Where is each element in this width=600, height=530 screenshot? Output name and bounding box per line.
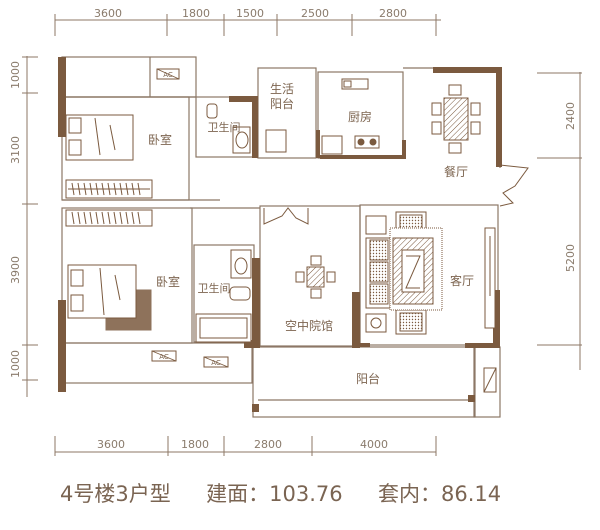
toilet-north — [206, 103, 218, 119]
top-dim-4: 2500 — [301, 7, 329, 20]
right-dim-2: 5200 — [564, 244, 577, 272]
top-dimension-line — [54, 14, 441, 36]
balcony-ac-unit — [483, 367, 497, 393]
bed-north — [65, 114, 134, 161]
left-dim-2: 3100 — [9, 136, 22, 164]
sink-north — [232, 126, 251, 154]
stove-icon — [354, 135, 380, 149]
solid-walls — [58, 57, 502, 412]
room-label-bathroom-north: 卫生间 — [208, 120, 241, 134]
fridge-icon — [321, 135, 343, 155]
top-dim-5: 2800 — [379, 7, 407, 20]
room-label-kitchen: 厨房 — [348, 109, 372, 124]
svg-text:AC: AC — [159, 353, 169, 361]
room-label-bathroom-south: 卫生间 — [198, 281, 231, 295]
bed-south — [67, 264, 152, 331]
ac-unit-south-2: AC — [203, 356, 229, 368]
kitchen-sink — [341, 78, 369, 90]
bottom-dim-3: 2800 — [254, 438, 282, 451]
bathtub-icon — [195, 313, 252, 343]
building-unit-label: 4号楼3户型 — [60, 482, 171, 506]
hangers-north — [71, 182, 141, 196]
tv-console — [484, 227, 496, 329]
right-dim-1: 2400 — [564, 102, 577, 130]
left-dim-3: 3900 — [9, 256, 22, 284]
room-label-utility-balcony-2: 阳台 — [270, 96, 294, 111]
gross-area-label: 建面： — [206, 482, 270, 506]
bottom-dim-4: 4000 — [360, 438, 388, 451]
net-area-value: 86.14 — [440, 482, 502, 506]
bottom-dimension-line — [54, 436, 437, 456]
dining-table — [431, 84, 481, 154]
svg-text:AC: AC — [211, 359, 221, 367]
left-dim-4: 1000 — [9, 350, 22, 378]
sink-south — [230, 249, 252, 279]
left-dim-1: 1000 — [9, 61, 22, 89]
room-label-bedroom-north: 卧室 — [148, 132, 172, 147]
unit-caption: 4号楼3户型 建面：103.76 套内：86.14 — [60, 478, 560, 508]
room-label-dining: 餐厅 — [444, 164, 468, 179]
room-label-balcony: 阳台 — [356, 371, 380, 386]
entry-door — [499, 164, 529, 207]
svg-text:AC: AC — [163, 71, 173, 79]
ac-unit-south-1: AC — [151, 350, 177, 362]
room-label-sky-courtyard: 空中院馆 — [285, 318, 333, 333]
room-label-living: 客厅 — [450, 273, 474, 288]
gross-area-value: 103.76 — [269, 482, 343, 506]
ac-unit-north: AC — [156, 68, 180, 80]
toilet-south — [229, 286, 251, 301]
courtyard-table — [295, 255, 336, 299]
room-label-bedroom-south: 卧室 — [156, 274, 180, 289]
living-rug — [389, 227, 443, 311]
room-label-utility-balcony-1: 生活 — [270, 82, 294, 96]
net-area-label: 套内： — [377, 482, 441, 506]
courtyard-doors — [263, 207, 309, 225]
left-dimension-line — [22, 56, 38, 397]
top-dim-1: 3600 — [94, 7, 122, 20]
sofa-set — [365, 211, 427, 335]
top-dim-2: 1800 — [182, 7, 210, 20]
right-dimension-line — [537, 72, 582, 370]
bottom-dim-2: 1800 — [181, 438, 209, 451]
hangers-south — [71, 211, 141, 225]
washing-machine-icon — [265, 129, 287, 153]
bottom-dim-1: 3600 — [97, 438, 125, 451]
wardrobe-south — [65, 209, 153, 227]
top-dim-3: 1500 — [236, 7, 264, 20]
